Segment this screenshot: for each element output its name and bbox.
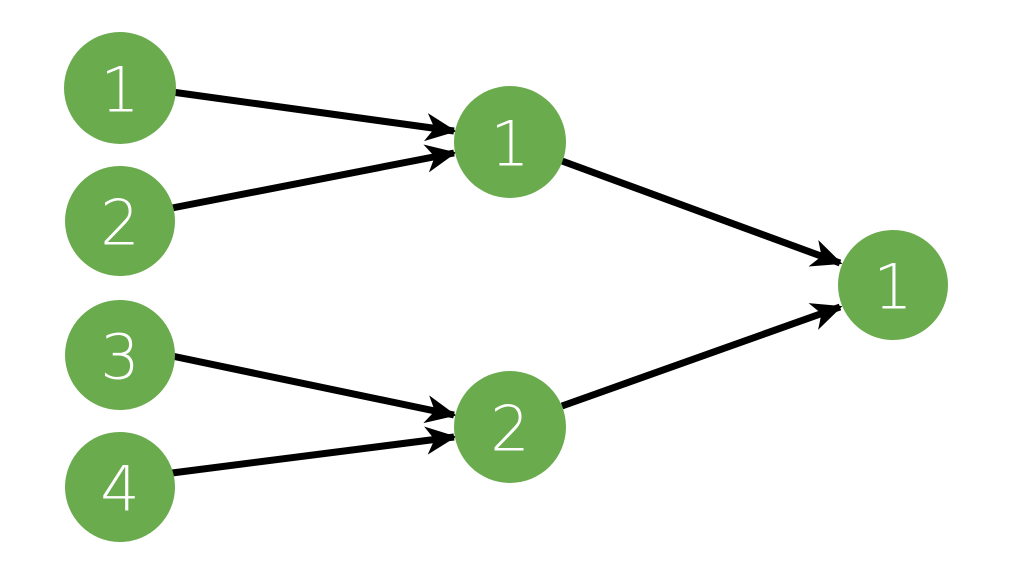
node-middle-2-label: 2 <box>490 393 529 466</box>
node-sink-1-circle[interactable] <box>838 230 948 340</box>
node-source-3[interactable]: 3 <box>65 300 175 410</box>
node-middle-1-circle[interactable] <box>454 86 566 198</box>
edge-middle1-to-sink1 <box>560 157 843 267</box>
node-middle-1[interactable]: 1 <box>454 86 566 198</box>
node-source-4[interactable]: 4 <box>65 432 175 542</box>
nodes-group: 1 2 3 4 1 2 1 <box>64 32 948 542</box>
node-source-1-circle[interactable] <box>64 32 176 144</box>
node-source-2-label: 2 <box>100 187 139 260</box>
edge-source1-to-middle1 <box>171 88 457 142</box>
node-middle-1-label: 1 <box>490 108 529 181</box>
edges-group <box>171 88 843 477</box>
node-middle-2-circle[interactable] <box>454 371 566 483</box>
node-sink-1[interactable]: 1 <box>838 230 948 340</box>
node-sink-1-label: 1 <box>873 251 912 324</box>
node-source-3-circle[interactable] <box>65 300 175 410</box>
node-source-4-circle[interactable] <box>65 432 175 542</box>
node-source-1[interactable]: 1 <box>64 32 176 144</box>
node-source-1-label: 1 <box>100 54 139 127</box>
node-source-4-label: 4 <box>100 453 139 526</box>
node-middle-2[interactable]: 2 <box>454 371 566 483</box>
node-source-2[interactable]: 2 <box>65 166 175 276</box>
edge-source3-to-middle2 <box>171 352 457 424</box>
edge-middle2-to-sink1 <box>560 303 843 410</box>
node-source-3-label: 3 <box>100 321 139 394</box>
edge-source2-to-middle1 <box>171 144 457 212</box>
edge-source4-to-middle2 <box>171 426 457 477</box>
node-source-2-circle[interactable] <box>65 166 175 276</box>
